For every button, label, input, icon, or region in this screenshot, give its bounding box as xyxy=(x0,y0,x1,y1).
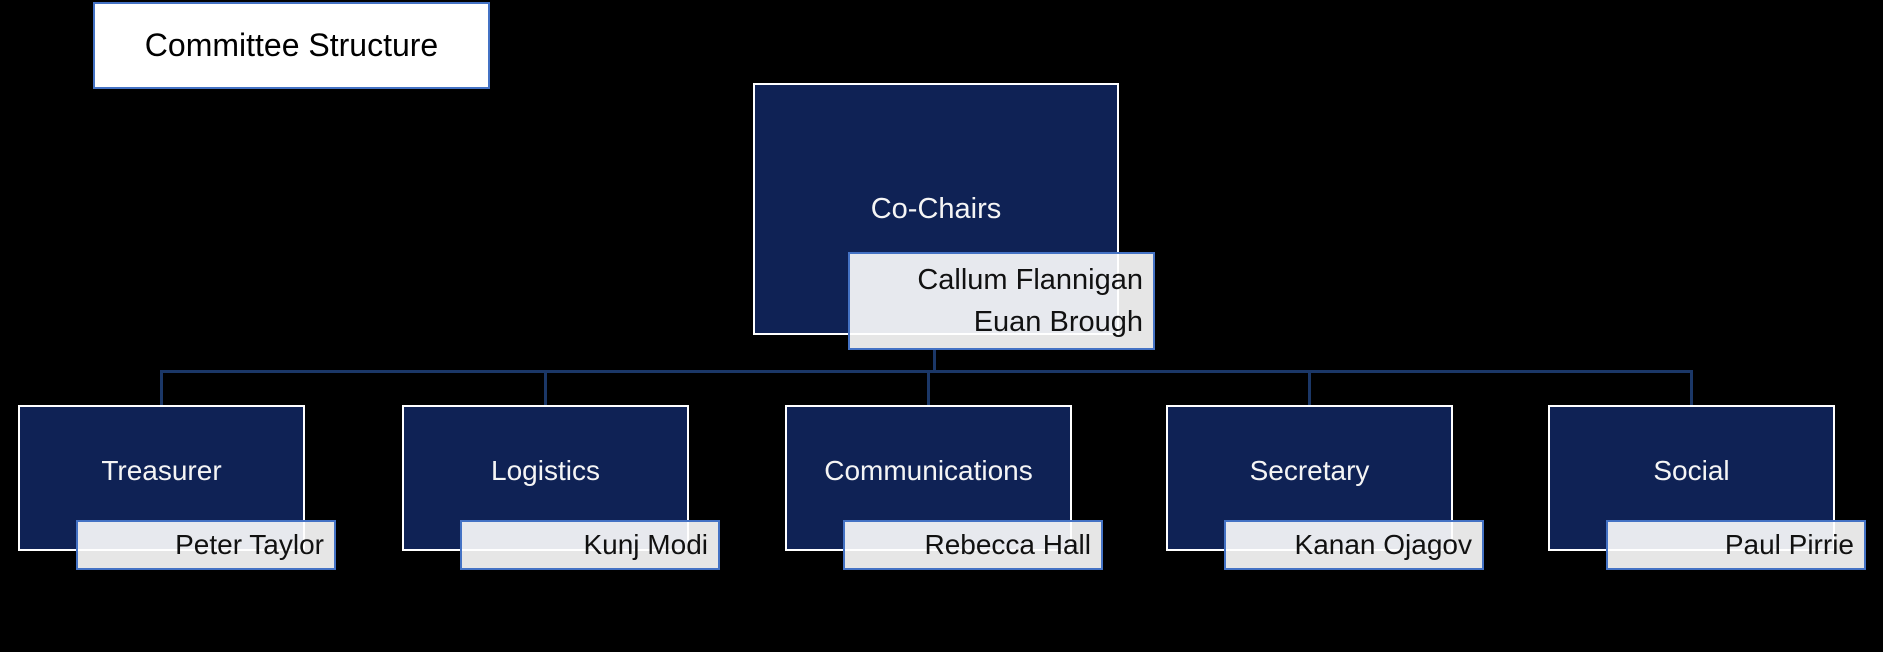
connector-drop-secretary xyxy=(1308,370,1311,407)
connector-drop-logistics xyxy=(544,370,547,407)
member-name: Rebecca Hall xyxy=(924,529,1091,560)
co-chair-name-2: Euan Brough xyxy=(973,306,1143,338)
org-node-label: Co-Chairs xyxy=(870,192,1002,225)
member-name: Kanan Ojagov xyxy=(1294,529,1472,560)
connector-drop-treasurer xyxy=(160,370,163,407)
org-node-label: Social xyxy=(1653,455,1730,486)
member-name: Kunj Modi xyxy=(583,529,708,560)
org-node-label: Logistics xyxy=(491,455,600,486)
org-nameplate-secretary: Kanan Ojagov xyxy=(1224,520,1484,570)
slide-title-box: Committee Structure xyxy=(93,2,490,89)
connector-drop-social xyxy=(1690,370,1693,407)
org-nameplate-communications: Rebecca Hall xyxy=(843,520,1103,570)
org-node-label: Secretary xyxy=(1249,455,1370,486)
member-name: Paul Pirrie xyxy=(1724,529,1854,560)
member-name: Peter Taylor xyxy=(175,529,324,560)
org-nameplate-co-chairs: Callum Flannigan Euan Brough xyxy=(848,252,1155,350)
co-chair-name-1: Callum Flannigan xyxy=(917,264,1143,296)
connector-stem xyxy=(933,350,936,373)
org-node-label: Treasurer xyxy=(101,455,222,486)
slide-title: Committee Structure xyxy=(144,27,439,63)
org-nameplate-logistics: Kunj Modi xyxy=(460,520,720,570)
org-node-label: Communications xyxy=(824,455,1033,486)
connector-drop-communications xyxy=(927,370,930,407)
org-nameplate-social: Paul Pirrie xyxy=(1606,520,1866,570)
connector-crossbar xyxy=(160,370,1693,373)
org-nameplate-treasurer: Peter Taylor xyxy=(76,520,336,570)
